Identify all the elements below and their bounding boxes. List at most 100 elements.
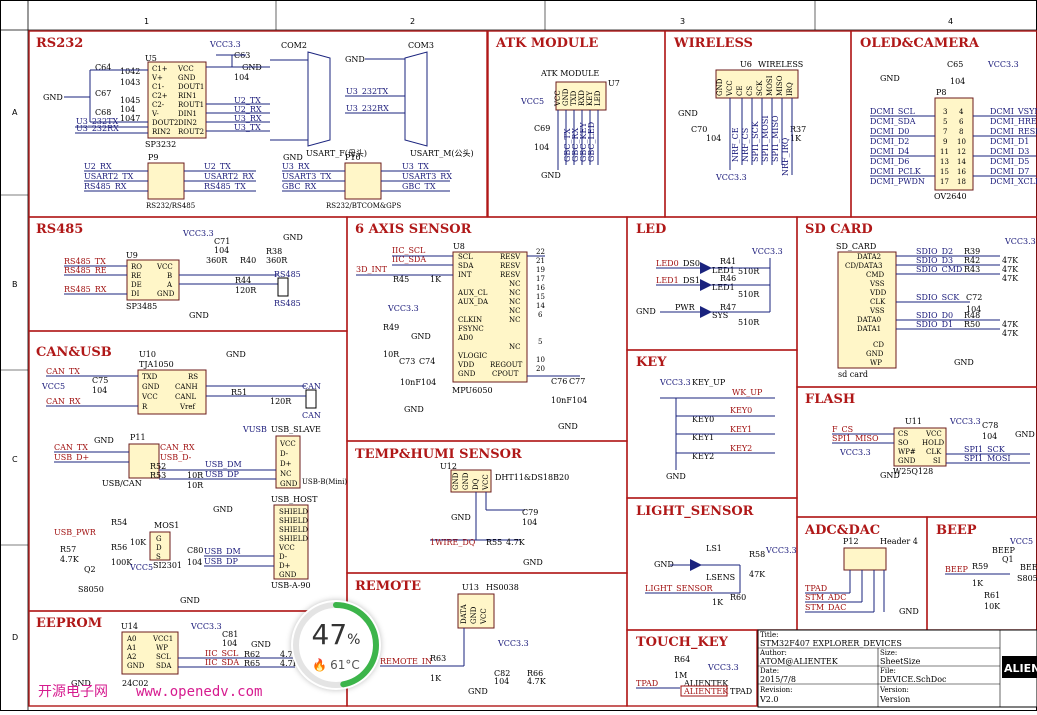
schematic-label: LSENS	[706, 573, 735, 582]
schematic-label: RO	[131, 263, 142, 271]
schematic-label: GND	[866, 350, 884, 358]
schematic-label: GND	[899, 607, 919, 616]
flame-icon: 🔥	[312, 658, 328, 672]
schematic-label: GND	[345, 55, 365, 64]
schematic-label: DCMI_XCLK	[990, 177, 1037, 186]
schematic-label: ALIENTEK	[683, 679, 729, 688]
schematic-label: GND	[458, 370, 476, 378]
schematic-label: DATA1	[857, 325, 881, 333]
schematic-label: USB-B(Mini)	[302, 478, 347, 486]
schematic-label: TXD	[570, 90, 578, 106]
schematic-label: TPAD	[730, 687, 752, 696]
schematic-label: CAN_RX	[46, 397, 81, 406]
schematic-label: SDIO_D1	[916, 320, 953, 329]
schematic-label: C1-	[152, 83, 165, 91]
schematic-label: Vref	[179, 403, 197, 411]
wireless-circuit: U6 WIRELESS GND VCC CE CS SCK MOSI MISO …	[678, 60, 806, 182]
schematic-label: R60	[730, 593, 746, 602]
schematic-label: SDIO_D2	[916, 247, 953, 256]
schematic-label: PWR	[675, 303, 696, 312]
panel-title-light: LIGHT_SENSOR	[636, 504, 754, 519]
schematic-label: COM3	[408, 41, 434, 50]
schematic-label: 1K	[430, 275, 442, 284]
schematic-label: GND	[636, 307, 656, 316]
schematic-label: HOLD	[922, 439, 944, 447]
schematic-label: VCC5	[1009, 537, 1033, 546]
schematic-label: GND	[452, 472, 460, 490]
schematic-label: R42	[964, 256, 980, 265]
schematic-label: GND	[71, 679, 91, 688]
schematic-label: USART_M(公头)	[410, 148, 474, 158]
schematic-label: U3_RX	[282, 162, 310, 171]
schematic-label: AUX_DA	[457, 298, 489, 306]
schematic-label: RS485_RX	[84, 182, 127, 191]
remote-circuit: U13 HS0038 DATA GND VCC VCC3.3 REMOTE_IN…	[380, 583, 547, 696]
schematic-label: RS485_RX	[64, 285, 107, 294]
schematic-label: U9	[126, 251, 138, 260]
schematic-label: GND	[462, 472, 470, 490]
schematic-label: GND	[280, 480, 298, 488]
schematic-label: GBC_LED	[587, 122, 596, 162]
schematic-label: GBC_TX	[563, 128, 572, 162]
schematic-label: 19	[536, 266, 545, 274]
schematic-label: 17	[940, 178, 949, 186]
panel-title-rs485: RS485	[36, 222, 83, 237]
schematic-label: V-	[151, 110, 159, 118]
schematic-label: RE	[131, 272, 141, 280]
schematic-label: U2_RX	[84, 162, 112, 171]
schematic-label: C78	[982, 421, 998, 430]
schematic-label: R49	[383, 323, 399, 332]
schematic-label: STM_DAC	[805, 603, 846, 612]
schematic-label: 16	[536, 284, 545, 292]
schematic-label: KEY1	[730, 425, 752, 434]
schematic-label: U2_TX	[204, 162, 231, 171]
schematic-label: BEEP	[992, 546, 1016, 555]
schematic-label: 104	[950, 77, 965, 86]
schematic-label: 10R	[383, 350, 400, 359]
schematic-label: 4	[959, 108, 964, 116]
schematic-label: USART2_RX	[204, 172, 254, 181]
schematic-label: NC	[280, 470, 291, 478]
schematic-label: R50	[964, 320, 980, 329]
schematic-label: NRF_CE	[731, 127, 740, 162]
schematic-label: 100K	[111, 558, 133, 567]
schematic-label: LED	[594, 90, 602, 106]
schematic-label: DOUT2	[152, 119, 178, 127]
schematic-label: DQ	[472, 478, 480, 490]
schematic-label: C75	[92, 376, 108, 385]
schematic-label: 6	[959, 118, 964, 126]
schematic-label: 10	[957, 138, 966, 146]
schematic-label: CLKIN	[458, 316, 482, 324]
schematic-label: GND	[213, 505, 233, 514]
schematic-label: VDD	[457, 361, 475, 369]
schematic-label: GND	[94, 436, 114, 445]
schematic-label: DI	[131, 290, 140, 298]
gauge-arc	[293, 602, 379, 688]
schematic-label: U2_RX	[234, 105, 262, 114]
schematic-label: W25Q128	[893, 467, 933, 476]
schematic-label: GND	[468, 687, 488, 696]
schematic-label: Header 4	[880, 537, 918, 546]
schematic-label: USART3_TX	[282, 172, 332, 181]
schematic-label: GND	[654, 560, 674, 569]
schematic-label: RS485_TX	[204, 182, 246, 191]
schematic-label: DS1	[683, 276, 700, 285]
schematic-label: R58	[749, 550, 765, 559]
schematic-label: 104	[222, 639, 237, 648]
schematic-label: U10	[139, 350, 156, 359]
schematic-label: R56	[111, 543, 127, 552]
schematic-label: 10nF	[551, 396, 572, 405]
schematic-label: D	[156, 544, 162, 552]
schematic-label: SPI1_MOSI	[761, 115, 770, 162]
schematic-label: R45	[393, 275, 409, 284]
sdcard-circuit: SD_CARD DATA2 CD/DATA3 CMD VSS VDD CLK V…	[836, 237, 1036, 379]
schematic-label: A1	[126, 644, 137, 652]
schematic-label: 510R	[738, 318, 760, 327]
schematic-label: GND	[954, 358, 974, 367]
performance-gauge[interactable]: 47% 🔥61°C	[291, 600, 381, 690]
schematic-label: R63	[430, 654, 446, 663]
schematic-label: C1+	[152, 65, 168, 73]
panel-frames	[28, 30, 1037, 707]
schematic-label: RESV	[500, 271, 521, 279]
gauge-ring	[293, 602, 379, 688]
